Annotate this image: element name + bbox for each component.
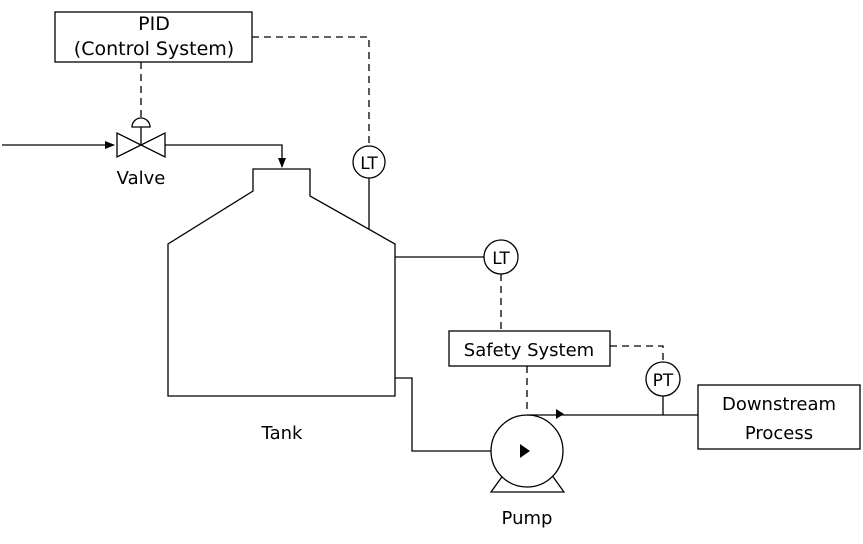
pressure-transmitter-label: PT [653, 371, 674, 391]
valve-to-tank-pipe [165, 144, 286, 168]
pid-title: PID [138, 13, 170, 35]
signal-line-safety-to-pressure-transmitter [610, 345, 664, 362]
level-transmitter-right: LT [483, 239, 519, 275]
pressure-transmitter: PT [645, 361, 681, 397]
pid-control-system-box: PID (Control System) [54, 11, 253, 63]
level-transmitter-top-label: LT [360, 154, 378, 174]
valve-label: Valve [117, 168, 166, 189]
downstream-process-box: Downstream Process [697, 384, 861, 450]
pid-subtitle: (Control System) [74, 38, 234, 60]
signal-line-pid-to-level-transmitter [252, 36, 370, 148]
safety-system-label: Safety System [464, 340, 594, 361]
level-transmitter-right-label: LT [492, 249, 510, 269]
tank-label: Tank [261, 423, 303, 444]
downstream-title: Downstream [722, 394, 836, 415]
downstream-subtitle: Process [745, 423, 813, 444]
level-transmitter-top: LT [352, 145, 386, 179]
valve-icon [116, 117, 166, 159]
flow-arrow-icon [556, 409, 564, 419]
tank-outlet-pipe [395, 377, 527, 455]
safety-system-box: Safety System [448, 330, 611, 367]
pump-icon [489, 414, 566, 493]
tank-outline [167, 168, 396, 397]
pump-label: Pump [502, 508, 553, 529]
